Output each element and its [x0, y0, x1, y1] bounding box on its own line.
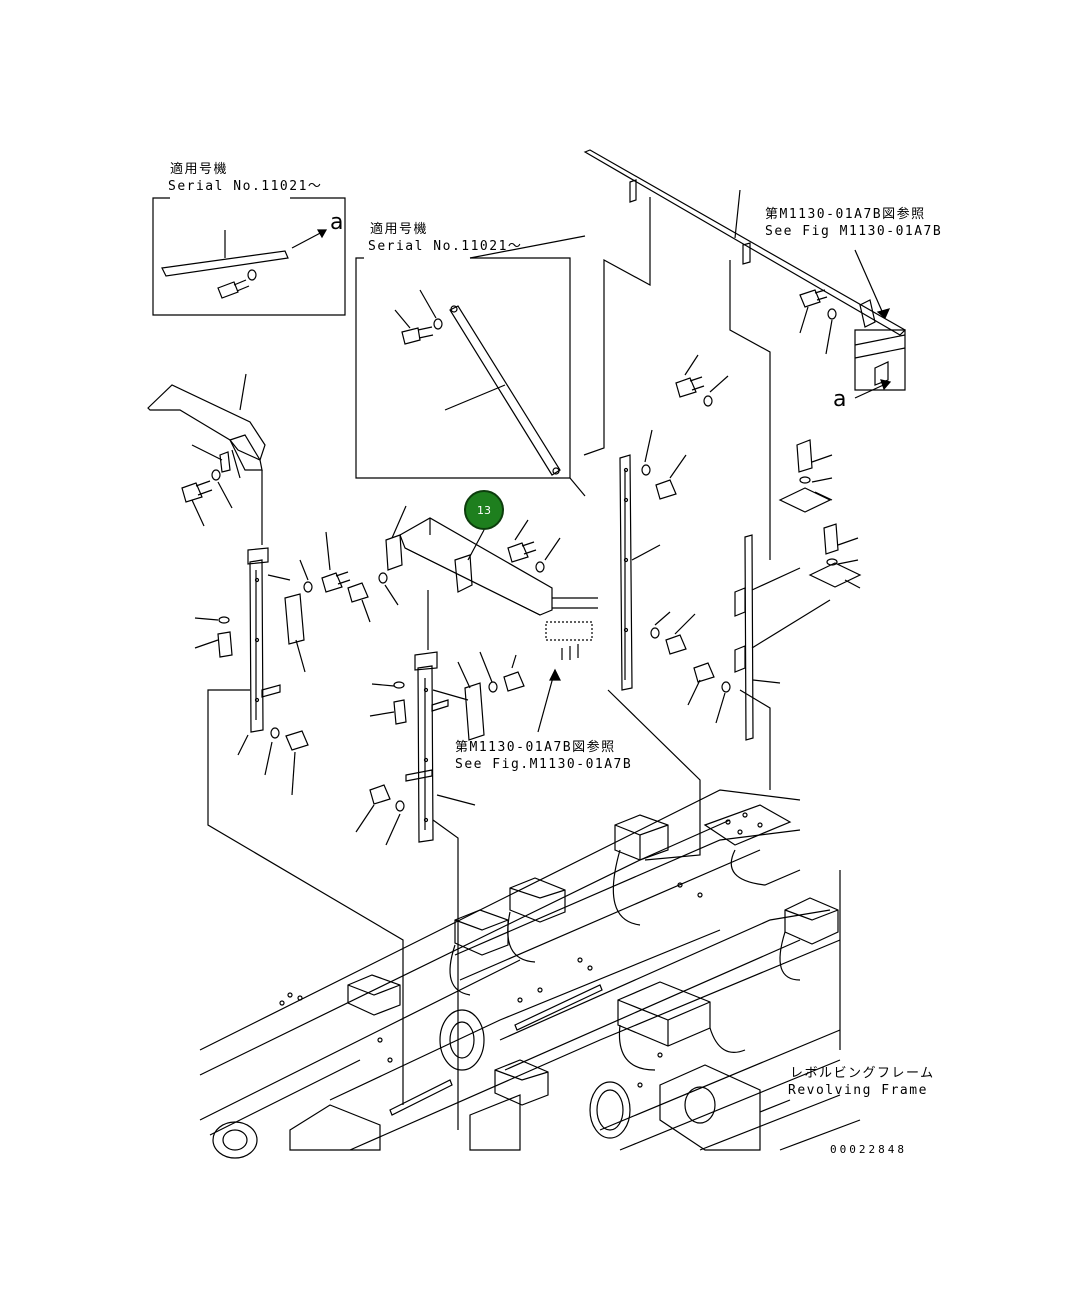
upper-right-frame-bracket	[583, 149, 906, 399]
revolving-frame	[199, 789, 861, 1159]
revolving-frame-leader	[759, 1099, 791, 1113]
left-upper-bracket	[147, 373, 266, 545]
inset-center-serial-en: Serial No.11021～	[368, 239, 523, 254]
inset-top-left-a-label: a	[330, 210, 344, 235]
ref-center-jp: 第M1130-01A7B図参照	[455, 740, 616, 755]
ref-top-right-en: See Fig M1130-01A7B	[765, 224, 943, 239]
ref-center-en: See Fig.M1130-01A7B	[455, 757, 633, 772]
part-callout-13[interactable]: 13	[464, 490, 504, 530]
inset-top-left-serial-jp: 適用号機	[170, 162, 229, 177]
inset-center	[355, 235, 586, 497]
center-column	[355, 651, 525, 1130]
left-column	[194, 531, 404, 1105]
inset-center-serial-jp: 適用号機	[370, 222, 429, 237]
leader-lines-right	[583, 197, 771, 861]
inset-top-left-serial-en: Serial No.11021～	[168, 179, 323, 194]
far-right-post	[734, 439, 862, 741]
right-channel-post	[619, 354, 731, 724]
ref-top-right-jp: 第M1130-01A7B図参照	[765, 207, 926, 222]
center-crossbeam	[385, 505, 598, 733]
revolving-frame-en: Revolving Frame	[788, 1083, 928, 1098]
inset-top-left	[152, 197, 346, 316]
ref-top-right-a-label: a	[833, 387, 847, 412]
document-number: 00022848	[830, 1143, 907, 1156]
revolving-frame-jp: レボルビングフレーム	[790, 1066, 935, 1081]
